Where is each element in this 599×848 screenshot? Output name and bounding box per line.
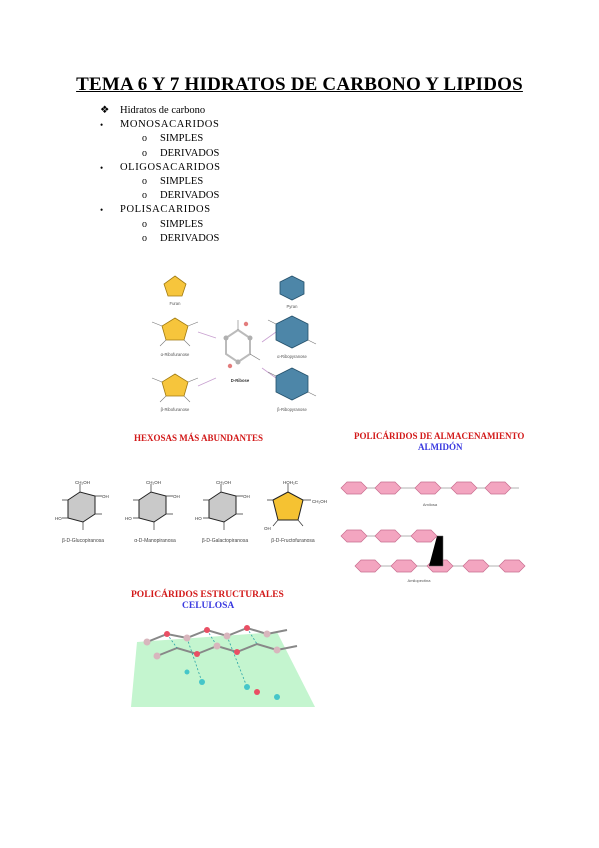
- outline-item: •POLISACARIDOS: [100, 203, 221, 217]
- amylose-glucose-unit-icon: [374, 481, 402, 495]
- amylopectin-glucose-unit-icon: [462, 559, 490, 573]
- circle-bullet-icon: o: [142, 133, 147, 145]
- svg-text:OH: OH: [243, 494, 250, 499]
- amylopectin-glucose-unit-icon: [374, 529, 402, 543]
- svg-text:OH: OH: [102, 494, 109, 499]
- circle-bullet-icon: o: [142, 147, 147, 159]
- amylopectin-glucose-unit-icon: [498, 559, 526, 573]
- svg-text:HO: HO: [125, 516, 132, 521]
- amylose-glucose-unit-icon: [340, 481, 368, 495]
- circle-bullet-icon: o: [142, 190, 147, 202]
- beta-ribopyranose-ring-icon: [275, 367, 309, 401]
- svg-text:HO: HO: [195, 516, 202, 521]
- hexoses-figure: CH₂OH CH₂OH CH₂OH HOH₂C HO HO HO CH₂OH OH OH OH O…: [55, 480, 327, 544]
- amylose-glucose-unit-icon: [414, 481, 442, 495]
- beta-ribopyranose-label: β-Ribopyranose: [277, 407, 307, 412]
- svg-text:OH: OH: [173, 494, 180, 499]
- furan-label: Furan: [170, 301, 182, 306]
- galactopyranose-ring-icon: [208, 491, 237, 523]
- amylose-label: Amilosa: [423, 502, 438, 507]
- starch-subtitle: ALMIDÓN: [418, 442, 463, 452]
- outline-item: •OLIGOSACARIDOS: [100, 161, 221, 175]
- mannopyranose-ring-icon: [138, 491, 167, 523]
- svg-text:CH₂OH: CH₂OH: [75, 480, 90, 485]
- ribose-cyclization-figure: Furan α-Ribofuranose β-Ribofuranose D-Ri…: [151, 275, 277, 412]
- bullet-icon: •: [100, 162, 104, 173]
- bullet-icon: •: [100, 205, 104, 216]
- circle-bullet-icon: o: [142, 176, 147, 188]
- svg-text:HO: HO: [55, 516, 62, 521]
- amylopectin-label: Amilopectina: [408, 578, 432, 583]
- amylopectin-glucose-unit-icon: [390, 559, 418, 573]
- structural-polysaccharides-title: POLICÁRIDOS ESTRUCTURALES: [131, 590, 284, 600]
- pyran-label: Pyran: [287, 304, 299, 309]
- pyran-ring-icon: [279, 275, 305, 301]
- svg-text:CH₂OH: CH₂OH: [312, 499, 327, 504]
- amylopectin-glucose-unit-icon: [354, 559, 382, 573]
- amylopectin-glucose-unit-icon: [410, 529, 438, 543]
- fructofuranose-ring-icon: [272, 491, 304, 521]
- mannopyranose-label: α-D-Manopiranosa: [134, 538, 176, 544]
- bullet-icon: •: [100, 120, 104, 131]
- glucopyranose-label: β-D-Glucopiranosa: [62, 538, 104, 544]
- diamond-bullet-icon: ❖: [100, 105, 110, 116]
- outline-item: ❖Hidratos de carbono: [100, 104, 221, 118]
- glucopyranose-ring-icon: [67, 491, 96, 523]
- outline-item: •MONOSACARIDOS: [100, 118, 221, 132]
- ribopyranose-figure: Pyran α-Ribopyranose β-Ribopyranose: [267, 275, 317, 412]
- hexoses-title: HEXOSAS MÁS ABUNDANTES: [134, 433, 264, 443]
- svg-text:CH₂OH: CH₂OH: [146, 480, 161, 485]
- fructofuranose-label: β-D-Fructofuranosa: [271, 538, 315, 544]
- galactopyranose-label: β-D-Galactopiranosa: [202, 538, 248, 544]
- circle-bullet-icon: o: [142, 232, 147, 244]
- alpha-ribofuranose-ring-icon: [161, 317, 189, 341]
- amylose-glucose-unit-icon: [450, 481, 478, 495]
- alpha-ribopyranose-ring-icon: [275, 315, 309, 349]
- furan-ring-icon: [163, 275, 187, 297]
- document-title: TEMA 6 Y 7 HIDRATOS DE CARBONO Y LIPIDOS: [76, 74, 523, 95]
- cellulose-subtitle: CELULOSA: [182, 601, 235, 611]
- svg-text:HOH₂C: HOH₂C: [283, 480, 299, 485]
- circle-bullet-icon: o: [142, 218, 147, 230]
- amylopectin-glucose-unit-icon: [340, 529, 368, 543]
- beta-ribofuranose-ring-icon: [161, 373, 189, 397]
- alpha-ribofuranose-label: α-Ribofuranose: [161, 352, 190, 357]
- amylose-glucose-unit-icon: [484, 481, 512, 495]
- svg-text:OH: OH: [264, 526, 271, 531]
- starch-figure: Amilosa Amilopectina: [340, 481, 526, 583]
- cellulose-molecule-figure: [131, 625, 315, 707]
- storage-polysaccharides-title: POLICÁRIDOS DE ALMACENAMIENTO: [354, 431, 525, 441]
- d-ribose-label: D-Ribose: [231, 378, 250, 383]
- alpha-ribopyranose-label: α-Ribopyranose: [277, 354, 307, 359]
- beta-ribofuranose-label: β-Ribofuranose: [161, 407, 190, 412]
- cellulose-plane-icon: [131, 632, 315, 707]
- svg-text:CH₂OH: CH₂OH: [216, 480, 231, 485]
